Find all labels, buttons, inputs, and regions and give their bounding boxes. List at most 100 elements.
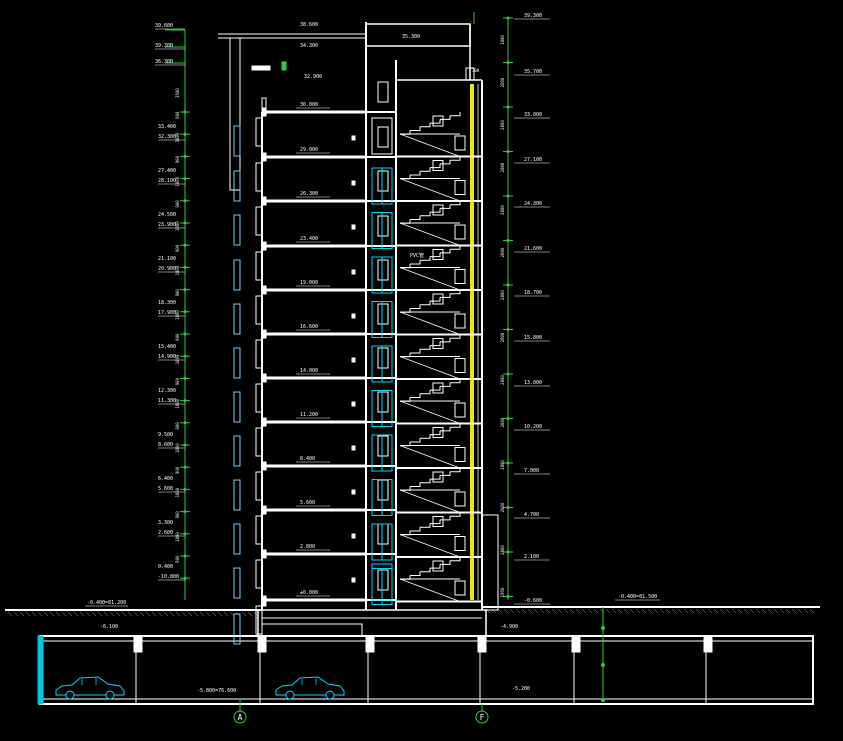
dim-dot: [506, 550, 510, 554]
window-frame: [255, 206, 263, 236]
left-level-label: 20.900: [158, 266, 176, 272]
basement-level-label: -4.900: [500, 624, 518, 630]
left-dim-label: 900: [175, 555, 180, 563]
ground-hatch: [653, 608, 659, 614]
right-dim-label: 2800: [500, 545, 505, 555]
left-dim-label: 900: [175, 511, 180, 519]
axis-label: F: [480, 713, 485, 722]
ground-hatch: [193, 611, 199, 617]
ground-hatch: [503, 608, 509, 614]
elevator-top-door: [371, 117, 393, 155]
left-level-label: 21.100: [158, 256, 176, 262]
stair-stringer: [399, 578, 461, 602]
stair-window: [432, 293, 444, 305]
basement-wall-cyan: [37, 635, 44, 705]
slab-edge: [261, 595, 267, 607]
ground-hatch: [55, 611, 61, 617]
stair-flight-down: [400, 156, 461, 180]
floor-level-label: 26.300: [300, 191, 318, 197]
ground-hatch: [767, 608, 773, 614]
car-body: [275, 676, 345, 696]
ground-hatch: [67, 611, 73, 617]
core-opening: [377, 303, 389, 325]
right-level-label: 10.200: [524, 424, 542, 430]
ground-hatch: [79, 611, 85, 617]
left-level-label: 28.100: [158, 178, 176, 184]
left-level-label: 11.300: [158, 398, 176, 404]
dim-dot: [183, 288, 187, 292]
ground-hatch: [37, 611, 43, 617]
dim-dot: [506, 506, 510, 509]
stair-baluster: [454, 313, 466, 329]
dim-dot: [506, 239, 510, 242]
floor-socket: [351, 357, 356, 363]
ground-hatch: [241, 611, 247, 617]
dim-dot: [183, 310, 187, 314]
left-dim-label: 1800: [175, 487, 180, 497]
ground-hatch: [551, 608, 557, 614]
ground-hatch: [13, 611, 19, 617]
dim-dot: [506, 461, 510, 465]
stair-flight-down: [400, 468, 461, 491]
stair-stringer: [399, 489, 461, 513]
ground-hatch: [587, 608, 593, 614]
dim-dot: [183, 154, 187, 158]
floor-socket: [351, 489, 356, 495]
right-level-label: 7.000: [524, 468, 539, 474]
left-dim-label: 1800: [175, 176, 180, 186]
top-level-label: 38.600: [300, 22, 318, 28]
top-level-label: 34.300: [300, 43, 318, 49]
roof-cap: [251, 65, 271, 71]
right-dim-label: 1950: [500, 587, 505, 597]
left-level-label: 27.400: [158, 168, 176, 174]
ground-hatch: [725, 608, 731, 614]
ground-hatch: [683, 608, 689, 614]
dim-dot: [183, 221, 187, 225]
window-glass: [233, 391, 241, 423]
left-dim-label: 900: [175, 333, 180, 341]
ground-hatch: [539, 608, 545, 614]
stair-baluster: [454, 536, 466, 551]
slab-edge: [261, 373, 267, 383]
ground-hatch: [217, 611, 223, 617]
stair-window: [432, 115, 444, 127]
ground-right-label: -0.400=81.500: [618, 594, 657, 600]
slab-edge: [261, 461, 267, 471]
floor-socket: [351, 445, 356, 451]
ground-hatch: [85, 611, 91, 617]
right-level-label: 13.000: [524, 380, 542, 386]
core-opening: [377, 215, 389, 237]
floor-level-label: 19.000: [300, 280, 318, 286]
window-glass: [233, 567, 241, 599]
car-wheel: [285, 690, 295, 700]
ground-hatch: [211, 611, 217, 617]
slab-edge: [261, 196, 267, 206]
ground-hatch: [809, 608, 815, 614]
left-level-label: 6.400: [158, 476, 173, 482]
ground-hatch: [605, 608, 611, 614]
slab-edge: [261, 285, 267, 295]
right-level-label: 35.700: [524, 69, 542, 75]
stair-baluster: [454, 180, 466, 195]
ground-hatch: [91, 611, 97, 617]
stair-window: [432, 427, 444, 438]
ground-hatch: [49, 611, 55, 617]
left-dim-label: 1800: [175, 443, 180, 453]
ground-hatch: [761, 608, 767, 614]
stair-window: [432, 204, 444, 216]
ground-hatch: [73, 611, 79, 617]
ground-hatch: [755, 608, 761, 614]
dim-dot: [183, 510, 187, 514]
basement-outline: [39, 635, 814, 705]
basement-level-label: -5.200: [512, 686, 530, 692]
dim-dot: [506, 150, 510, 153]
ground-hatch: [115, 611, 121, 617]
stair-flight-down: [400, 334, 461, 358]
stair-stringer: [399, 445, 461, 469]
dim-dot: [183, 465, 187, 469]
ground-hatch: [97, 611, 103, 617]
basement-column: [477, 635, 487, 653]
window-glass: [233, 214, 241, 246]
floor-socket: [351, 533, 356, 539]
